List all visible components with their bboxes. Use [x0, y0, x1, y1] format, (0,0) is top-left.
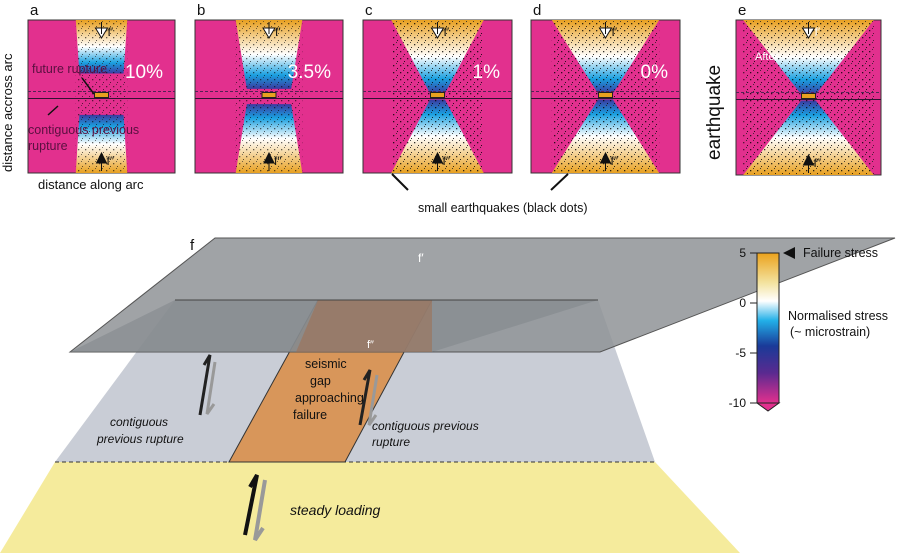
f-prime-label: f′ — [108, 25, 114, 39]
f-prime-arrow-icon — [598, 22, 613, 39]
y-axis-label: distance accross arc — [0, 53, 15, 172]
f-double-label: f″ — [814, 156, 822, 170]
colorbar — [756, 252, 780, 404]
f-prime-arrow-icon — [262, 22, 276, 39]
colorbar-tick-label: 0 — [739, 296, 746, 310]
colorbar-title: Normalised stress — [788, 309, 888, 323]
arrow-contiguous — [47, 105, 59, 116]
contiguous-label: contiguous previous — [28, 123, 139, 137]
future-rupture-marker — [261, 92, 277, 98]
small-earthquakes-label: small earthquakes (black dots) — [418, 201, 588, 215]
f-prime-arrow-icon — [801, 22, 816, 39]
f-double-arrow-icon — [263, 151, 275, 171]
panel-e: f′ f″ e — [735, 2, 882, 176]
arrow-small-eq-c — [391, 173, 409, 191]
f-prime-arrow-icon — [430, 22, 445, 39]
panel-a: f′ f″ a 10% — [27, 2, 176, 174]
panel-d: f′ f″ d 0% — [530, 2, 681, 174]
f-double-label: f″ — [274, 154, 282, 168]
f-prime-label: f′ — [815, 25, 821, 39]
panel-letter: b — [197, 2, 205, 19]
arrow-future — [81, 77, 95, 95]
panel-letter: e — [738, 2, 746, 19]
panel-letter: c — [365, 2, 373, 19]
panel-b: f′ f″ b 3.5% — [194, 2, 344, 174]
arrow-small-eq-d — [550, 173, 569, 191]
f-prime-label: f′ — [612, 25, 618, 39]
colorbar-tick-label: 5 — [739, 246, 746, 260]
percent-label: 10% — [125, 62, 163, 83]
f-prime-label: f′ — [444, 25, 450, 39]
f-double-label: f″ — [611, 154, 619, 168]
f-prime-arrow-icon — [94, 22, 109, 39]
f-prime-label: f′ — [275, 25, 281, 39]
percent-label: 0% — [641, 62, 669, 83]
future-rupture-marker — [801, 93, 816, 99]
panel-letter: d — [533, 2, 541, 19]
f-double-label: f″ — [107, 154, 115, 168]
panel-c: f′ f″ c 1% — [362, 2, 513, 174]
failure-stress-label: Failure stress — [803, 246, 878, 260]
failure-marker-icon — [783, 247, 795, 259]
colorbar-tip — [755, 402, 781, 412]
colorbar-tick-label: -5 — [735, 346, 746, 360]
steady-loading-label: steady loading — [290, 502, 381, 518]
future-rupture-marker — [430, 92, 445, 98]
steady-loading-plane — [0, 462, 740, 553]
contiguous-label-2: rupture — [28, 139, 68, 153]
after-label: After — [755, 51, 779, 63]
f-double-arrow-icon — [431, 151, 444, 171]
panel-f-letter: f — [190, 237, 195, 254]
future-rupture-marker — [94, 92, 109, 98]
percent-label: 3.5% — [288, 62, 331, 83]
percent-label: 1% — [473, 62, 501, 83]
future-rupture-marker — [598, 92, 613, 98]
f-double-label: f″ — [443, 154, 451, 168]
f-prime-label: f′ — [418, 251, 424, 265]
f-double-arrow-icon — [95, 151, 108, 171]
x-axis-label: distance along arc — [38, 177, 144, 192]
colorbar-tick-label: -10 — [729, 396, 747, 410]
colorbar-subtitle: (~ microstrain) — [790, 325, 870, 339]
panel-letter: a — [30, 2, 39, 19]
slip-arrows-icon — [198, 354, 379, 542]
f-double-label: f″ — [367, 339, 374, 351]
f-double-arrow-icon — [599, 151, 612, 171]
gap-overlap — [296, 300, 432, 352]
earthquake-label: earthquake — [704, 65, 725, 160]
f-double-arrow-icon — [802, 153, 815, 173]
future-rupture-label: future rupture — [32, 62, 107, 76]
